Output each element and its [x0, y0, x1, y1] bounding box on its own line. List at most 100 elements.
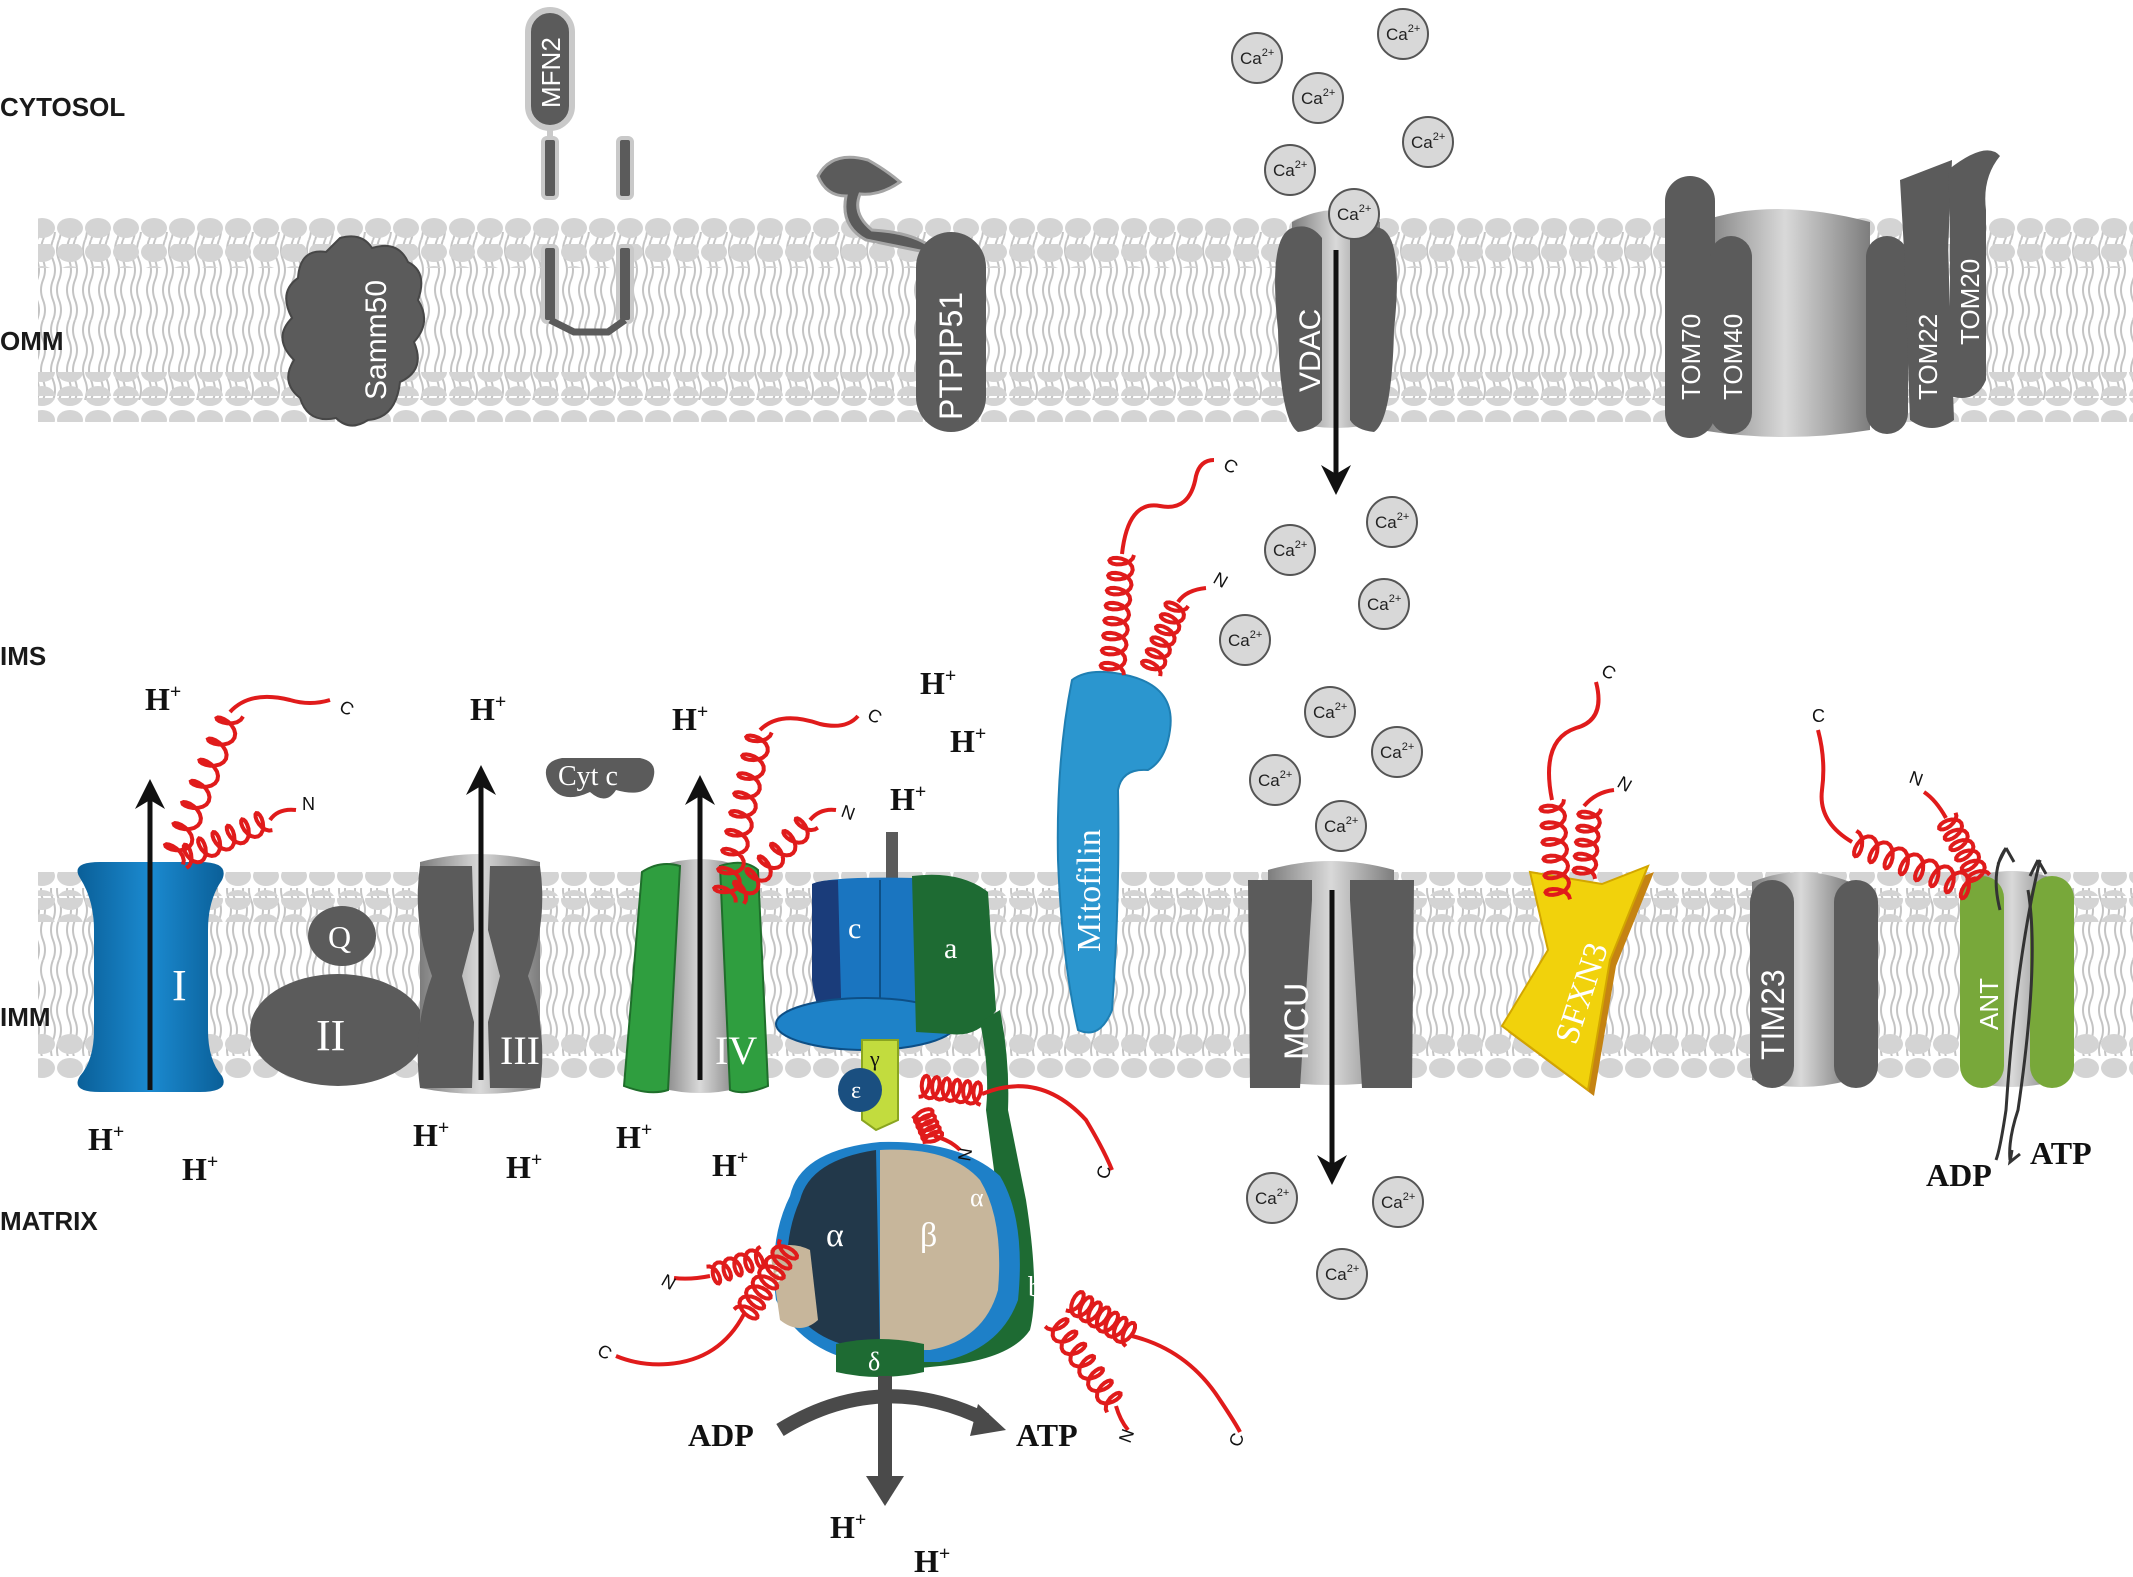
atp-synthase-adp-label: ADP — [688, 1417, 754, 1453]
calcium-ion-label: Ca2+ — [1381, 1191, 1415, 1212]
subunit-a-label: a — [944, 932, 957, 965]
chchd-helix-protein: CN — [162, 694, 357, 870]
subunit-delta-label: δ — [868, 1347, 880, 1376]
samm50-protein: Samm50 — [281, 235, 425, 427]
mfn2-protein: MFN2 — [525, 7, 634, 336]
chchd-helix-protein: CN — [1812, 706, 1992, 901]
proton-label: H+ — [830, 1509, 866, 1545]
atp-synthase: c a b γ ε α β α β δ ADP ATP — [688, 832, 1078, 1506]
complex-ii-label: II — [316, 1011, 345, 1060]
ant-atp-label: ATP — [2030, 1135, 2092, 1171]
n-terminus-label: N — [1210, 568, 1231, 592]
calcium-ion: Ca2+ — [1264, 524, 1316, 576]
proton-label: H+ — [616, 1119, 652, 1155]
chchd-helix-protein: CN — [594, 1238, 800, 1367]
c-terminus-label: C — [336, 696, 357, 720]
calcium-ion-label: Ca2+ — [1411, 131, 1445, 152]
calcium-ion-label: Ca2+ — [1228, 629, 1262, 650]
calcium-ion-label: Ca2+ — [1367, 593, 1401, 614]
vdac-channel: VDAC — [1275, 210, 1397, 495]
sfxn3-protein: SFXN3 — [1500, 864, 1654, 1096]
subunit-beta1-label: β — [920, 1217, 937, 1254]
calcium-ion-label: Ca2+ — [1375, 511, 1409, 532]
calcium-ions: Ca2+ Ca2+ Ca2+ Ca2+ Ca2+ Ca2+ Ca2+ Ca2+ Ca2+ Ca2+… — [1219, 8, 1454, 1300]
complex-iv-label: IV — [715, 1028, 757, 1073]
calcium-ion-label: Ca2+ — [1324, 815, 1358, 836]
chchd-helix-protein: CN — [911, 1073, 1116, 1181]
n-terminus-label: N — [658, 1270, 679, 1294]
ant-label: ANT — [1974, 978, 2004, 1030]
calcium-ion: Ca2+ — [1402, 116, 1454, 168]
tom20-label: TOM20 — [1955, 259, 1985, 345]
subunit-b-label: b — [1028, 1272, 1042, 1303]
chchd-helix-protein: CN — [711, 704, 885, 905]
proton-label: H+ — [672, 701, 708, 737]
proton-label: H+ — [145, 681, 181, 717]
calcium-ion: Ca2+ — [1366, 496, 1418, 548]
calcium-ion-label: Ca2+ — [1380, 741, 1414, 762]
n-terminus-label: N — [302, 794, 315, 814]
subunit-alpha1-label: α — [826, 1217, 844, 1254]
tom40-label: TOM40 — [1718, 314, 1748, 400]
q-label: Q — [328, 919, 351, 955]
complex-iv: IV — [622, 775, 770, 1094]
calcium-ion-label: Ca2+ — [1258, 769, 1292, 790]
complex-i: I — [77, 779, 224, 1092]
c-terminus-label: C — [1225, 1430, 1248, 1449]
c-terminus-label: C — [594, 1340, 615, 1364]
region-label-omm: OMM — [0, 326, 64, 356]
proton-label: H+ — [920, 665, 956, 701]
complex-ii: II — [250, 974, 426, 1086]
proton-label: H+ — [712, 1147, 748, 1183]
subunit-c-label: c — [848, 912, 861, 945]
mcu-channel: MCU — [1248, 861, 1414, 1185]
tim23-channel: TIM23 — [1750, 872, 1878, 1088]
calcium-ion: Ca2+ — [1304, 686, 1356, 738]
tom22-label: TOM22 — [1913, 314, 1943, 400]
calcium-ion: Ca2+ — [1358, 578, 1410, 630]
calcium-ion: Ca2+ — [1249, 754, 1301, 806]
ubiquinone-q: Q — [308, 906, 376, 966]
complex-i-label: I — [172, 961, 187, 1010]
mitofilin-label: Mitofilin — [1071, 829, 1108, 952]
vdac-label: VDAC — [1294, 309, 1327, 392]
complex-iii: III — [417, 765, 543, 1094]
ptpip51-protein: PTPIP51 — [816, 155, 986, 432]
calcium-ion: Ca2+ — [1246, 1172, 1298, 1224]
calcium-ion-label: Ca2+ — [1386, 23, 1420, 44]
mitofilin-protein: Mitofilin — [1056, 670, 1172, 1034]
samm50-label: Samm50 — [360, 280, 393, 400]
proton-label: H+ — [413, 1117, 449, 1153]
c-terminus-label: C — [1812, 706, 1825, 726]
ant-adp-label: ADP — [1926, 1157, 1992, 1193]
complex-iii-label: III — [500, 1028, 540, 1073]
c-terminus-label: C — [1093, 1163, 1116, 1181]
calcium-ion: Ca2+ — [1316, 1248, 1368, 1300]
n-terminus-label: N — [1614, 772, 1635, 796]
ant-transporter: ANT ADP ATP — [1926, 847, 2092, 1193]
calcium-ion: Ca2+ — [1377, 8, 1429, 60]
calcium-ion-label: Ca2+ — [1337, 203, 1371, 224]
n-terminus-label: N — [954, 1146, 976, 1162]
c-terminus-label: C — [864, 704, 885, 728]
calcium-ion: Ca2+ — [1292, 72, 1344, 124]
proton-label: H+ — [470, 691, 506, 727]
ptpip51-label: PTPIP51 — [933, 292, 969, 420]
calcium-ion-label: Ca2+ — [1240, 47, 1274, 68]
tom70-label: TOM70 — [1676, 314, 1706, 400]
cytc-label: Cyt c — [558, 761, 618, 792]
calcium-ion: Ca2+ — [1372, 1176, 1424, 1228]
c-terminus-label: C — [1598, 660, 1619, 684]
n-terminus-label: N — [839, 801, 858, 824]
proton-label: H+ — [182, 1151, 218, 1187]
calcium-ion-label: Ca2+ — [1255, 1187, 1289, 1208]
region-label-ims: IMS — [0, 641, 46, 671]
subunit-epsilon-label: ε — [851, 1078, 861, 1104]
chchd-helix-protein: CN — [1043, 1290, 1248, 1449]
proton-label: H+ — [890, 781, 926, 817]
atp-synthase-atp-label: ATP — [1016, 1417, 1078, 1453]
proton-label: H+ — [950, 723, 986, 759]
calcium-ion: Ca2+ — [1315, 800, 1367, 852]
n-terminus-label: N — [1907, 767, 1926, 790]
